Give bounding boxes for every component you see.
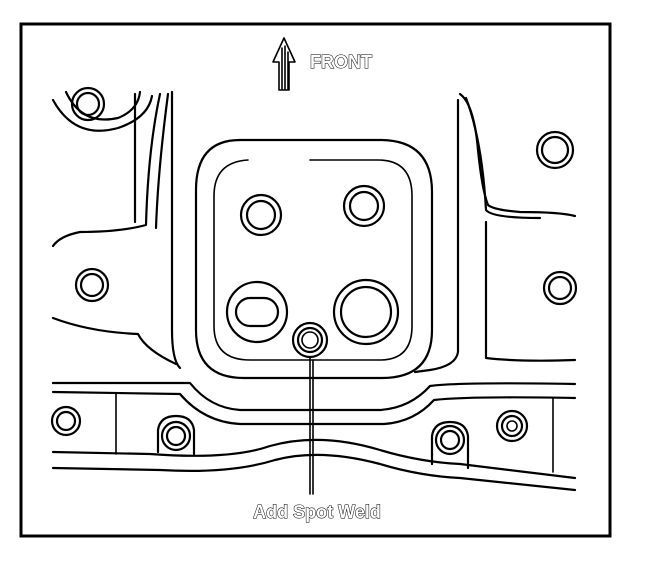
callout-label: Add Spot Weld xyxy=(253,502,381,522)
spot-weld-callout: Add Spot Weld xyxy=(253,356,381,523)
left-rail xyxy=(51,90,182,370)
diagram-border xyxy=(19,22,612,538)
front-direction-marker: FRONT xyxy=(272,37,373,91)
plate-hole-upper-left xyxy=(239,193,283,237)
upper-left-bracket xyxy=(51,86,154,132)
reinforcement-plate xyxy=(194,138,434,380)
front-label: FRONT xyxy=(310,52,372,72)
right-rail xyxy=(413,92,578,374)
plate-hole-large-right xyxy=(332,278,400,346)
up-arrow-icon xyxy=(272,37,296,91)
plate-hole-left-rounded xyxy=(225,280,289,344)
plate-hole-upper-right xyxy=(342,184,386,228)
